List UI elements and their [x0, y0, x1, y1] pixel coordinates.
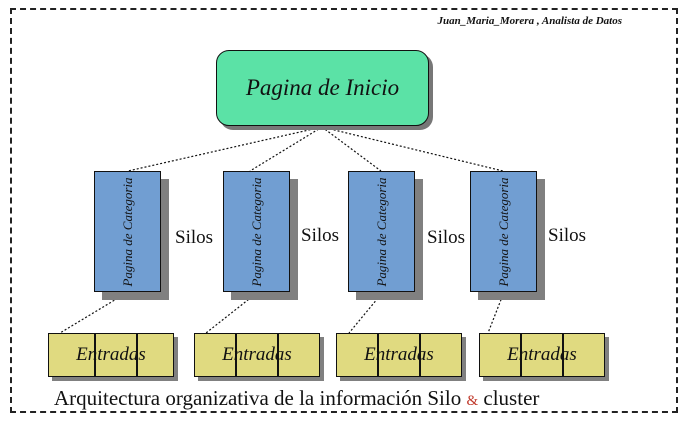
category-node-2: Pagina de Categoria	[223, 171, 290, 292]
silos-label-2: Silos	[301, 225, 340, 246]
category-node-1: Pagina de Categoria	[94, 171, 161, 292]
home-page-node: Pagina de Inicio	[216, 50, 429, 126]
category-label: Pagina de Categoria	[495, 176, 511, 287]
entries-label: Entradas	[364, 344, 434, 365]
caption-ampersand: &	[466, 393, 479, 409]
connector-cat-entry-1	[59, 291, 129, 334]
dashed-frame	[10, 8, 678, 413]
author-credit: Juan_Maria_Morera , Analista de Datos	[437, 15, 623, 27]
category-node-3: Pagina de Categoria	[348, 171, 415, 292]
entries-node-2: Entradas	[194, 333, 320, 377]
entries-label: Entradas	[507, 344, 577, 365]
connector-home-cat-4	[321, 126, 504, 172]
diagram-caption: Arquitectura organizativa de la informac…	[54, 386, 539, 411]
connector-cat-entry-3	[348, 291, 384, 334]
category-label: Pagina de Categoria	[119, 176, 135, 287]
entries-node-1: Entradas	[48, 333, 174, 377]
silos-label-1: Silos	[175, 227, 214, 248]
entries-label: Entradas	[76, 344, 146, 365]
caption-text: Arquitectura organizativa de la informac…	[54, 386, 467, 410]
caption-text-end: cluster	[478, 386, 540, 410]
silos-label-4: Silos	[548, 225, 587, 246]
home-page-label: Pagina de Inicio	[245, 75, 400, 100]
connector-home-cat-1	[127, 126, 323, 172]
entries-label: Entradas	[222, 344, 292, 365]
silos-label-3: Silos	[427, 227, 466, 248]
connector-cat-entry-2	[205, 291, 259, 334]
entries-node-3: Entradas	[336, 333, 462, 377]
connector-home-cat-2	[249, 126, 323, 172]
connector-cat-entry-4	[487, 291, 505, 334]
category-label: Pagina de Categoria	[248, 176, 264, 287]
category-node-4: Pagina de Categoria	[470, 171, 537, 292]
category-label: Pagina de Categoria	[373, 176, 389, 287]
entries-node-4: Entradas	[479, 333, 605, 377]
connector-home-cat-3	[321, 126, 382, 172]
